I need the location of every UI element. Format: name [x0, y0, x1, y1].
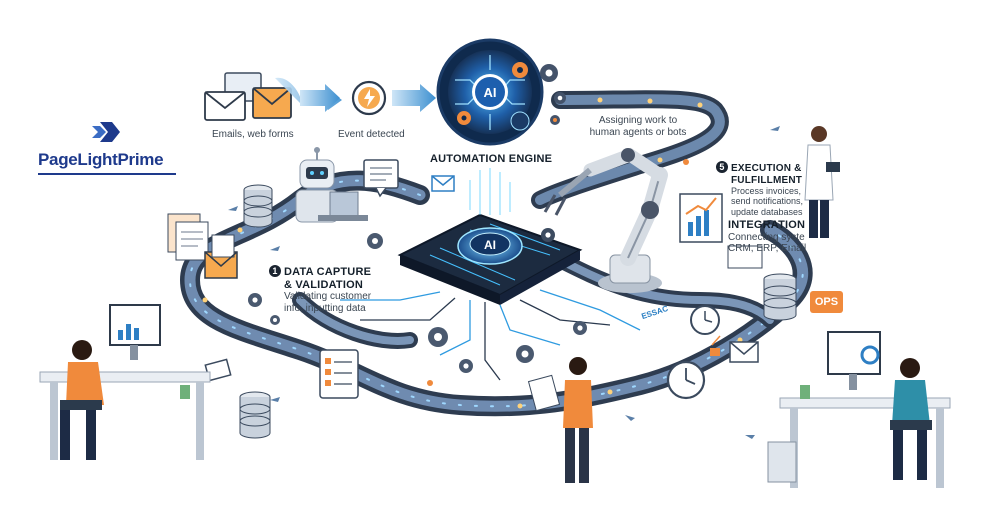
- gear-icon: [540, 64, 566, 125]
- circuit-lines: [340, 289, 641, 381]
- integration-desc-1: Connecting syste: [728, 231, 805, 243]
- database-icon: [243, 184, 273, 228]
- woman-with-tablet-top: [804, 126, 840, 238]
- execution-desc-1: Process invoices,: [731, 186, 802, 196]
- brand-underline: [38, 173, 176, 175]
- brand-name: PageLightPrime: [38, 150, 164, 169]
- documents-stack-icon: [167, 213, 238, 279]
- ops-tag: OPS: [810, 291, 843, 313]
- event-bulb-icon: [351, 80, 387, 116]
- chart-board-icon: [679, 193, 763, 269]
- clock-icon: [666, 305, 720, 400]
- gear-icon: [248, 228, 587, 373]
- flow-arrow-2: [392, 84, 436, 112]
- small-arrows: [228, 126, 780, 439]
- employee-desk-right: [767, 331, 951, 488]
- automation-engine-icon: AI: [436, 38, 544, 146]
- execution-desc-3: update databases: [731, 206, 803, 217]
- engine-ai-badge: AI: [484, 85, 497, 100]
- robot-bot: [295, 147, 368, 223]
- step-integration: INTEGRATION Connecting syste CRM, ERP, E…: [728, 219, 806, 255]
- database-icon: [239, 391, 271, 439]
- email-envelopes-icon: [204, 72, 292, 121]
- ai-chip: AI: [397, 168, 583, 305]
- assigning-label-line1: Assigning work to: [598, 115, 678, 126]
- woman-with-tablet-center: [527, 357, 593, 483]
- employee-desk-left: [39, 304, 211, 460]
- execution-title-1: EXECUTION &: [731, 163, 802, 174]
- data-capture-title-2: & VALIDATION: [284, 278, 363, 291]
- integration-title: INTEGRATION: [728, 219, 806, 231]
- chip-ai-badge: AI: [484, 238, 496, 252]
- emails-label: Emails, web forms: [212, 129, 294, 140]
- step-number-badge: 1: [269, 265, 281, 277]
- logo-mark-icon: [92, 122, 120, 142]
- database-icon: [763, 273, 797, 321]
- email-icon: [431, 175, 455, 192]
- assigning-label-line2: human agents or bots: [589, 126, 687, 138]
- flow-arrow-1b: [300, 84, 340, 112]
- email-icon: [710, 341, 759, 363]
- automation-engine-title: AUTOMATION ENGINE: [430, 153, 553, 165]
- execution-desc-2: send notifications,: [731, 196, 804, 207]
- checklist-clipboard-icon: [319, 349, 359, 399]
- pen-icon: [711, 335, 721, 346]
- execution-title-2: FULFILLMENT: [731, 174, 803, 186]
- step-number-badge: 5: [716, 161, 728, 173]
- data-capture-title-1: DATA CAPTURE: [284, 266, 372, 278]
- integration-desc-2: CRM, ERP, Email: [728, 243, 807, 255]
- document-icon: [363, 159, 399, 198]
- robot-arm: [543, 147, 668, 293]
- event-detected-label: Event detected: [338, 129, 405, 140]
- data-capture-desc-1: Validating customer: [284, 291, 372, 303]
- assigning-label: Assigning work to human agents or bots: [583, 115, 693, 138]
- brand-logo: PageLightPrime: [38, 120, 183, 175]
- data-capture-desc-2: info, inputting data: [284, 302, 366, 314]
